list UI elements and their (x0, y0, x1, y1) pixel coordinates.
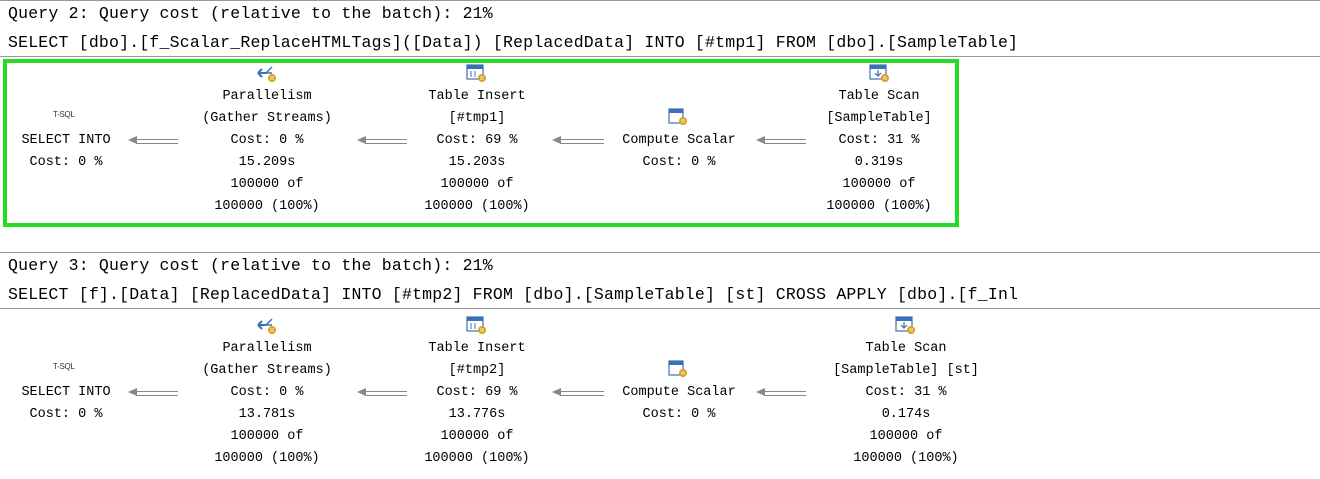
flow-arrow (128, 388, 178, 396)
node-title: Compute Scalar (622, 133, 736, 148)
flow-arrow (357, 388, 407, 396)
flow-arrow (128, 136, 178, 144)
node-rows: 100000 (100%) (853, 451, 959, 466)
node-subtitle: [#tmp1] (448, 111, 506, 126)
node-time: 15.203s (448, 155, 506, 170)
node-rows: 100000 of (440, 177, 514, 192)
node-rows: 100000 (100%) (424, 199, 530, 214)
node-rows: 100000 (100%) (826, 199, 932, 214)
tsql-badge: T-SQL (53, 362, 75, 371)
query-sql-text[interactable]: SELECT [f].[Data] [ReplacedData] INTO [#… (8, 285, 1019, 304)
node-title: Table Insert (428, 341, 526, 356)
table-insert-node[interactable]: Table Insert [#tmp1] Cost: 69 % 15.203s … (405, 86, 549, 218)
select-into-node[interactable]: SELECT INTO Cost: 0 % (8, 130, 124, 174)
table-scan-icon[interactable] (895, 315, 917, 335)
node-cost: Cost: 69 % (436, 385, 518, 400)
node-cost: Cost: 69 % (436, 133, 518, 148)
table-scan-node[interactable]: Table Scan [SampleTable] Cost: 31 % 0.31… (805, 86, 953, 218)
node-rows: 100000 of (869, 429, 943, 444)
node-rows: 100000 (100%) (424, 451, 530, 466)
highlight-box (3, 59, 959, 227)
flow-arrow (756, 136, 806, 144)
compute-scalar-node[interactable]: Compute Scalar Cost: 0 % (604, 382, 754, 426)
table-insert-node[interactable]: Table Insert [#tmp2] Cost: 69 % 13.776s … (405, 338, 549, 470)
table-insert-icon[interactable] (466, 63, 488, 83)
query-sql-text[interactable]: SELECT [dbo].[f_Scalar_ReplaceHTMLTags](… (8, 33, 1019, 52)
node-subtitle: (Gather Streams) (202, 111, 332, 126)
query-separator (0, 252, 1320, 253)
node-time: 13.776s (448, 407, 506, 422)
node-title: Parallelism (222, 89, 312, 104)
node-time: 0.174s (881, 407, 931, 422)
parallelism-icon[interactable] (256, 315, 278, 335)
node-title: Table Insert (428, 89, 526, 104)
node-time: 15.209s (238, 155, 296, 170)
query-separator (0, 56, 1320, 57)
select-into-node[interactable]: SELECT INTO Cost: 0 % (8, 382, 124, 426)
node-rows: 100000 of (230, 429, 304, 444)
node-rows: 100000 (100%) (214, 451, 320, 466)
node-subtitle: [#tmp2] (448, 363, 506, 378)
compute-scalar-icon[interactable] (668, 107, 690, 127)
flow-arrow (357, 136, 407, 144)
parallelism-node[interactable]: Parallelism (Gather Streams) Cost: 0 % 1… (183, 338, 351, 470)
node-rows: 100000 of (842, 177, 916, 192)
node-title: Compute Scalar (622, 385, 736, 400)
query-separator (0, 308, 1320, 309)
query-header: Query 3: Query cost (relative to the bat… (8, 256, 493, 275)
tsql-badge: T-SQL (53, 110, 75, 119)
table-scan-icon[interactable] (869, 63, 891, 83)
node-time: 13.781s (238, 407, 296, 422)
node-subtitle: [SampleTable] (826, 111, 932, 126)
node-title: Parallelism (222, 341, 312, 356)
table-scan-node[interactable]: Table Scan [SampleTable] [st] Cost: 31 %… (806, 338, 1006, 470)
node-cost: Cost: 0 % (642, 155, 716, 170)
parallelism-icon[interactable] (256, 63, 278, 83)
table-insert-icon[interactable] (466, 315, 488, 335)
node-cost: Cost: 0 % (230, 385, 304, 400)
node-rows: 100000 (100%) (214, 199, 320, 214)
node-title: Table Scan (865, 341, 947, 356)
flow-arrow (756, 388, 806, 396)
node-cost: Cost: 31 % (865, 385, 947, 400)
node-title: SELECT INTO (21, 133, 111, 148)
node-subtitle: (Gather Streams) (202, 363, 332, 378)
node-cost: Cost: 0 % (29, 155, 103, 170)
node-rows: 100000 of (440, 429, 514, 444)
flow-arrow (552, 136, 604, 144)
query-header: Query 2: Query cost (relative to the bat… (8, 4, 493, 23)
node-cost: Cost: 0 % (29, 407, 103, 422)
parallelism-node[interactable]: Parallelism (Gather Streams) Cost: 0 % 1… (183, 86, 351, 218)
compute-scalar-node[interactable]: Compute Scalar Cost: 0 % (604, 130, 754, 174)
flow-arrow (552, 388, 604, 396)
query-separator (0, 0, 1320, 1)
node-time: 0.319s (854, 155, 904, 170)
node-rows: 100000 of (230, 177, 304, 192)
compute-scalar-icon[interactable] (668, 359, 690, 379)
node-title: Table Scan (838, 89, 920, 104)
node-cost: Cost: 0 % (642, 407, 716, 422)
node-cost: Cost: 0 % (230, 133, 304, 148)
node-title: SELECT INTO (21, 385, 111, 400)
node-cost: Cost: 31 % (838, 133, 920, 148)
node-subtitle: [SampleTable] [st] (833, 363, 979, 378)
